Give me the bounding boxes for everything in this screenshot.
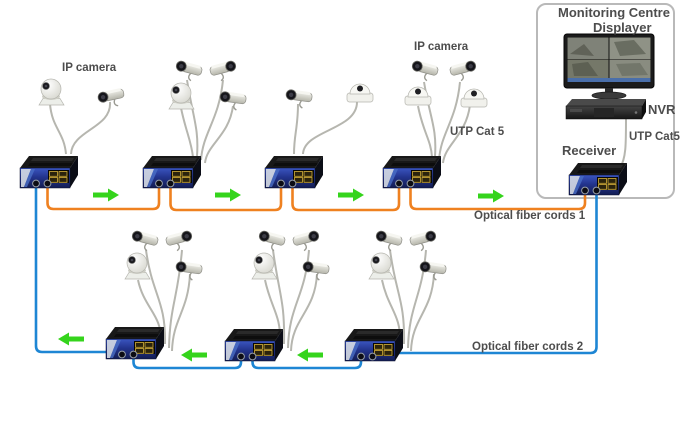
nvr-label: NVR: [648, 102, 676, 117]
fiber-cord-1-segment: [409, 183, 587, 211]
fiber-switch-bottom-3: [344, 328, 404, 362]
fiber-cord-2-segment: [132, 356, 243, 370]
utp-cable: [410, 273, 435, 352]
camera-group-bottom-3: [369, 230, 447, 281]
fiber-cord-2-segment: [398, 190, 598, 355]
bullet-camera-icon: [408, 59, 440, 84]
fiber-switch-top-2: [142, 155, 202, 189]
ceiling-dome-camera-icon: [346, 83, 374, 103]
fiber-cord-2-segment: [34, 183, 122, 354]
utp-cable: [180, 107, 194, 158]
utp-cable: [204, 105, 234, 164]
fiber-switch-top-3: [264, 155, 324, 189]
ip-camera-label-2: IP camera: [414, 41, 469, 53]
receiver-device: [568, 162, 628, 196]
camera-group-bottom-1: [125, 230, 203, 281]
flow-arrow-right-1: [93, 188, 119, 202]
fiber-cord-1-segment: [46, 183, 161, 211]
utp-cable: [49, 103, 67, 155]
utp-cable: [302, 101, 358, 155]
camera-group-top-1: [38, 78, 127, 111]
fiber-switch-top-1: [19, 155, 79, 189]
flow-arrow-right-2: [215, 188, 241, 202]
bullet-camera-icon: [448, 59, 480, 84]
fiber-cord-1-segment: [169, 183, 283, 212]
fiber-switch-top-4: [382, 155, 442, 189]
ceiling-dome-camera-icon: [404, 86, 432, 106]
ceiling-dome-camera-icon: [460, 88, 488, 108]
flow-arrow-right-4: [478, 189, 504, 203]
camera-group-bottom-2: [252, 230, 330, 281]
flow-arrow-right-3: [338, 188, 364, 202]
utp-cat5-label-1: UTP Cat 5: [450, 126, 505, 138]
utp-cable: [272, 249, 286, 345]
displayer-label: Displayer: [593, 20, 652, 35]
nvr-recorder: [565, 99, 646, 120]
utp-cable: [442, 104, 471, 164]
ip-camera-label-1: IP camera: [62, 62, 117, 74]
utp-cable: [145, 249, 167, 345]
flow-arrow-left-3: [297, 348, 323, 362]
utp-cable: [290, 273, 318, 352]
flow-arrow-left-2: [181, 348, 207, 362]
optical-fiber-cords-2: [34, 183, 598, 370]
camera-group-top-4: [404, 59, 488, 108]
flow-arrow-left-1: [58, 332, 84, 346]
bullet-camera-icon: [96, 86, 127, 111]
utp-cable: [389, 249, 406, 345]
optical-fiber-cords-1-label: Optical fiber cords 1: [474, 210, 586, 222]
camera-group-top-2: [169, 60, 247, 111]
fiber-switch-bottom-1: [105, 326, 165, 360]
utp-cable: [417, 105, 433, 158]
utp-cable: [70, 101, 112, 155]
monitoring-centre-label: Monitoring Centre: [558, 5, 670, 20]
receiver-label: Receiver: [562, 143, 617, 158]
fiber-switch-bottom-2: [224, 328, 284, 362]
utp-cable: [293, 103, 299, 155]
fiber-cord-2-segment: [251, 356, 363, 370]
utp-cable: [200, 79, 224, 161]
optical-fiber-cords-2-label: Optical fiber cords 2: [472, 341, 584, 353]
optical-fiber-cords-1: [46, 183, 587, 212]
displayer-monitor: [563, 33, 655, 100]
utp-cable: [438, 81, 461, 161]
fiber-cord-1-segment: [291, 183, 401, 212]
utp-cat5-label-2: UTP Cat5: [629, 131, 680, 143]
utp-cable: [171, 273, 191, 352]
dome-camera-icon: [38, 78, 65, 106]
